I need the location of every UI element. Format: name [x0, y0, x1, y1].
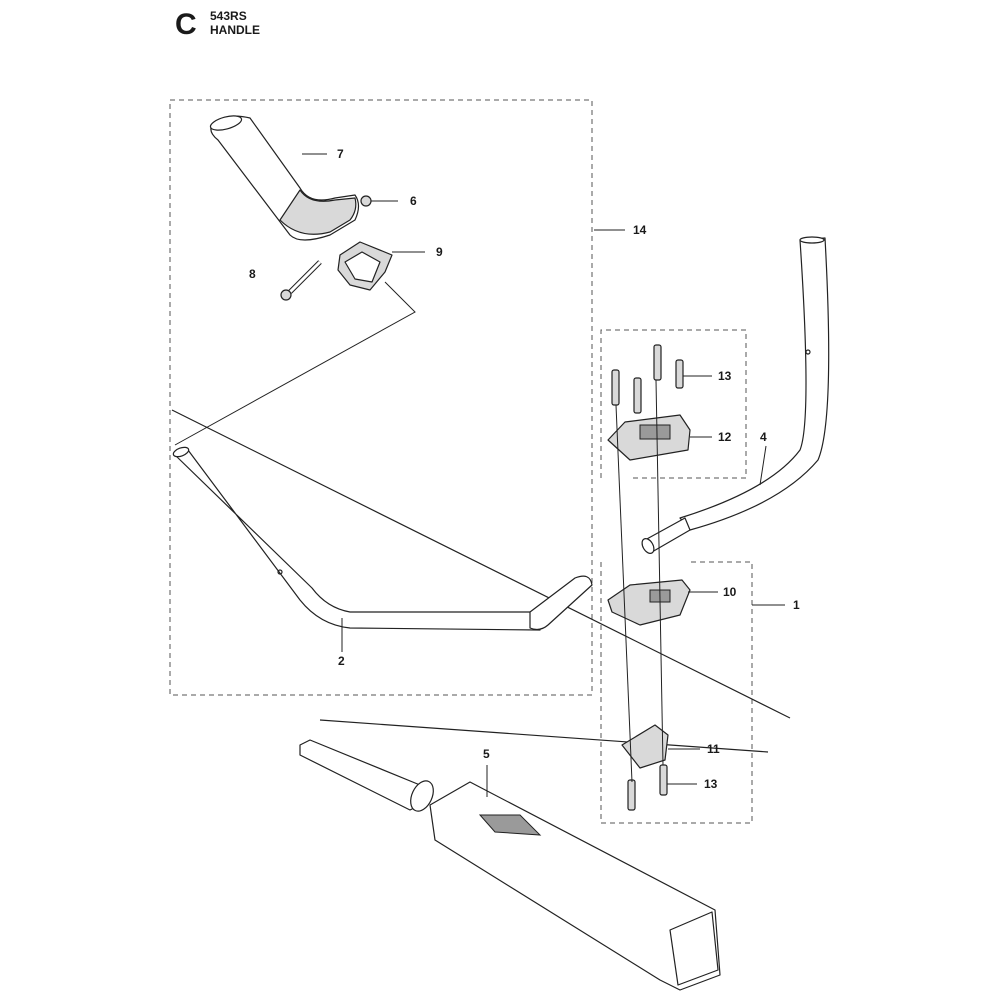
clamp-half-middle: [607, 579, 691, 626]
long-screw: [280, 260, 322, 301]
callout-2: 2: [338, 654, 345, 668]
screw-set-upper: [611, 344, 684, 414]
shaft-line-upper: [171, 409, 791, 719]
callout-10: 10: [723, 585, 737, 599]
callout-13-upper: 13: [718, 369, 732, 383]
assembly-line-right: [655, 379, 664, 766]
callout-6: 6: [410, 194, 417, 208]
callout-14: 14: [633, 223, 647, 237]
grip: [209, 115, 360, 241]
grip-clamp: [337, 241, 393, 291]
callout-13-lower: 13: [704, 777, 718, 791]
leader-clamp-to-shaft: [174, 281, 416, 446]
group-box-handle-assembly: [169, 99, 593, 696]
model-name: 543RS: [210, 9, 247, 23]
callout-5: 5: [483, 747, 490, 761]
callout-9: 9: [436, 245, 443, 259]
callout-4: 4: [760, 430, 767, 444]
handlebar-tube: [172, 446, 593, 631]
section-letter: C: [175, 8, 197, 41]
assembly-line-left: [615, 404, 633, 783]
callout-12: 12: [718, 430, 732, 444]
callout-1: 1: [793, 598, 800, 612]
callout-8: 8: [249, 267, 256, 281]
clamp-half-bottom: [621, 724, 669, 769]
group-box-clamp-lower: [600, 561, 753, 824]
shaft-tube: [641, 236, 830, 554]
nut: [360, 195, 372, 207]
clamp-half-upper: [607, 414, 691, 461]
protective-sleeve: [299, 739, 721, 991]
diagram-title: HANDLE: [210, 23, 260, 37]
callout-11: 11: [707, 742, 720, 756]
shaft-line-lower: [319, 719, 769, 753]
callout-7: 7: [337, 147, 344, 161]
screw-set-lower: [627, 764, 668, 811]
group-box-clamp-upper: [600, 329, 747, 479]
leader-4: [759, 445, 767, 486]
